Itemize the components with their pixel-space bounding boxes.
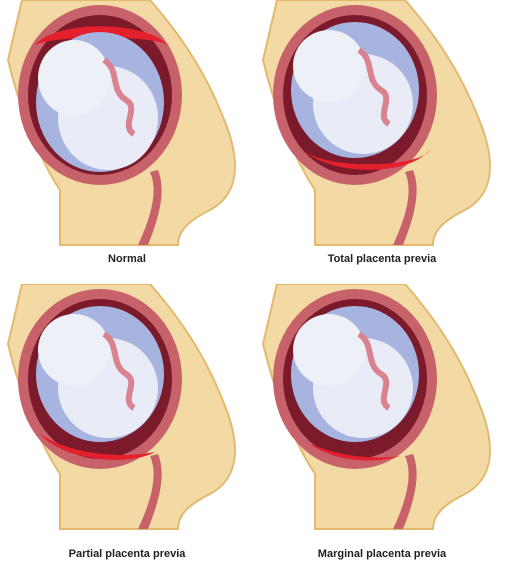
panel-normal: Normal <box>0 0 254 284</box>
panel-partial-placenta-previa: Partial placenta previa <box>0 284 254 568</box>
fetus-head <box>293 30 365 102</box>
uterus-illustration <box>0 0 254 284</box>
caption-total-placenta-previa: Total placenta previa <box>255 253 509 265</box>
fetus-head <box>293 314 365 386</box>
caption-marginal-placenta-previa: Marginal placenta previa <box>255 548 509 560</box>
uterus-illustration <box>255 284 509 568</box>
uterus-illustration <box>0 284 254 568</box>
panel-marginal-placenta-previa: Marginal placenta previa <box>255 284 509 568</box>
caption-partial-placenta-previa: Partial placenta previa <box>0 548 254 560</box>
fetus-head <box>38 314 110 386</box>
panel-total-placenta-previa: Total placenta previa <box>255 0 509 284</box>
caption-normal: Normal <box>0 253 254 265</box>
uterus-illustration <box>255 0 509 284</box>
fetus-head <box>38 40 110 116</box>
